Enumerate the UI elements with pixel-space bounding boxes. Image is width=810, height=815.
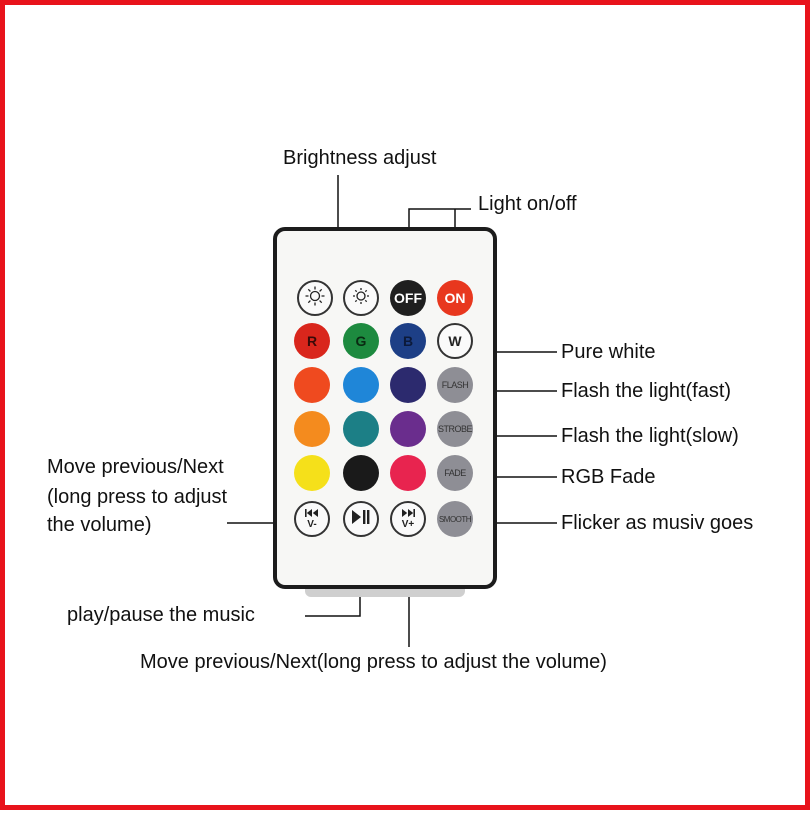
yellow-button[interactable] xyxy=(294,455,330,491)
off-button[interactable]: OFF xyxy=(390,280,426,316)
green-button[interactable]: G xyxy=(343,323,379,359)
prev-next-left-annotation-line2: (long press to adjust xyxy=(47,486,228,508)
flash-fast-annotation: Flash the light(fast) xyxy=(561,380,732,402)
sun-icon xyxy=(304,285,326,312)
teal-button[interactable] xyxy=(343,411,379,447)
smooth-button[interactable]: SMOOTH xyxy=(437,501,473,537)
pure-white-annotation: Pure white xyxy=(561,341,656,363)
flash-slow-annotation: Flash the light(slow) xyxy=(561,425,739,447)
red-button-label: R xyxy=(306,333,318,349)
next-button[interactable]: V+ xyxy=(390,501,426,537)
sun-dim-icon xyxy=(350,285,372,312)
white-button[interactable]: W xyxy=(437,323,473,359)
prev-next-bottom-annotation: Move previous/Next(long press to adjust … xyxy=(140,651,607,673)
flash-button-label: FLASH xyxy=(441,380,469,390)
skip-forward-icon xyxy=(401,508,415,520)
black-button[interactable] xyxy=(343,455,379,491)
green-button-label: G xyxy=(355,333,367,349)
purple-button[interactable] xyxy=(390,411,426,447)
strobe-button[interactable]: STROBE xyxy=(437,411,473,447)
brightness-down-button[interactable] xyxy=(343,280,379,316)
orange-red-button[interactable] xyxy=(294,367,330,403)
rgb-fade-annotation: RGB Fade xyxy=(561,466,656,488)
previous-button[interactable]: V- xyxy=(294,501,330,537)
play-pause-annotation: play/pause the music xyxy=(67,604,255,626)
brightness-annotation: Brightness adjust xyxy=(283,147,437,169)
skip-back-icon xyxy=(305,508,319,520)
orange-button[interactable] xyxy=(294,411,330,447)
prev-next-left-annotation-line1: Move previous/Next xyxy=(47,456,224,478)
flash-button[interactable]: FLASH xyxy=(437,367,473,403)
smooth-button-label: SMOOTH xyxy=(438,514,472,524)
volume-up-label: V+ xyxy=(401,518,415,530)
on-button[interactable]: ON xyxy=(437,280,473,316)
white-button-label: W xyxy=(448,333,462,349)
blue-button-label: B xyxy=(402,333,414,349)
indigo-button[interactable] xyxy=(390,367,426,403)
remote-bottom-edge xyxy=(305,589,465,597)
sky-blue-button[interactable] xyxy=(343,367,379,403)
pink-button[interactable] xyxy=(390,455,426,491)
off-button-label: OFF xyxy=(394,290,422,306)
fade-button-label: FADE xyxy=(444,468,466,478)
brightness-up-button[interactable] xyxy=(297,280,333,316)
prev-next-left-annotation-line3: the volume) xyxy=(47,514,152,536)
fade-button[interactable]: FADE xyxy=(437,455,473,491)
blue-button[interactable]: B xyxy=(390,323,426,359)
play-pause-button[interactable] xyxy=(343,501,379,537)
on-button-label: ON xyxy=(444,290,466,306)
strobe-button-label: STROBE xyxy=(437,424,473,434)
volume-down-label: V- xyxy=(307,518,317,530)
play-pause-icon xyxy=(352,509,370,529)
light-onoff-annotation: Light on/off xyxy=(478,193,577,215)
red-button[interactable]: R xyxy=(294,323,330,359)
flicker-annotation: Flicker as musiv goes xyxy=(561,512,754,534)
